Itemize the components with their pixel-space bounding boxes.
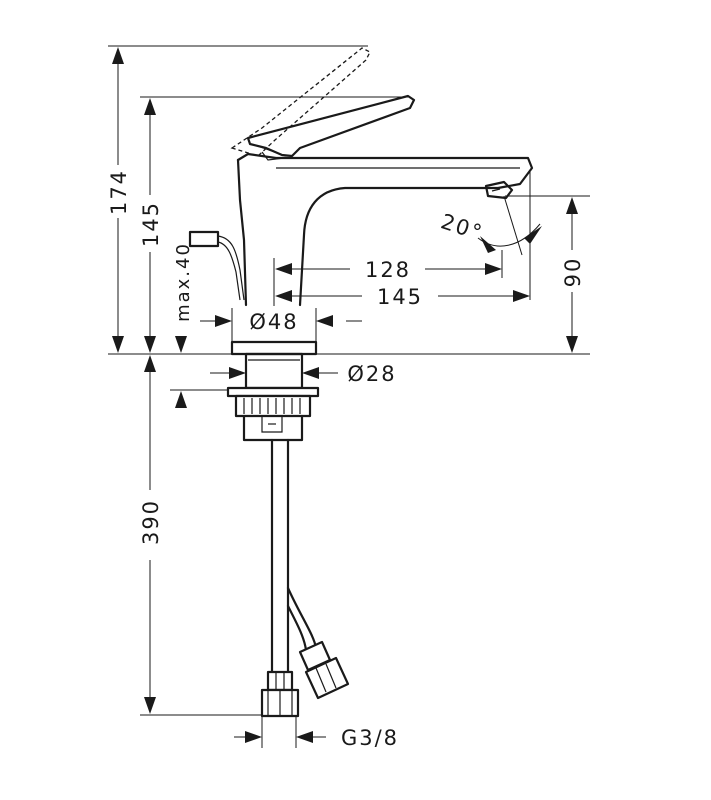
lever-open-position [230,47,371,157]
dimension-labels: 174 145 max.40 390 90 128 145 Ø48 Ø28 G3… [107,169,585,750]
dim-spout-height: 145 [139,201,163,247]
faucet-body [230,47,534,307]
lever-handle [246,94,416,158]
body-outline [236,152,534,307]
popup-rod [188,230,245,301]
dim-reach-outer: 145 [377,285,423,309]
drain-assembly [226,340,320,442]
dimension-lines [112,47,578,743]
dim-spray-angle: 20° [438,209,487,245]
dim-drain-diameter: Ø28 [347,362,396,386]
dim-thread: G3/8 [341,726,399,750]
aerator [484,180,514,200]
dim-base-diameter: Ø48 [249,310,298,334]
dim-total-height: 174 [107,169,131,215]
supply-hoses [260,438,350,718]
dim-reach-inner: 128 [365,258,411,282]
dim-max-deck: max.40 [173,242,194,322]
dim-hose-length: 390 [139,499,163,545]
nut-ribs [243,398,301,414]
dim-spout-clearance: 90 [561,257,585,288]
